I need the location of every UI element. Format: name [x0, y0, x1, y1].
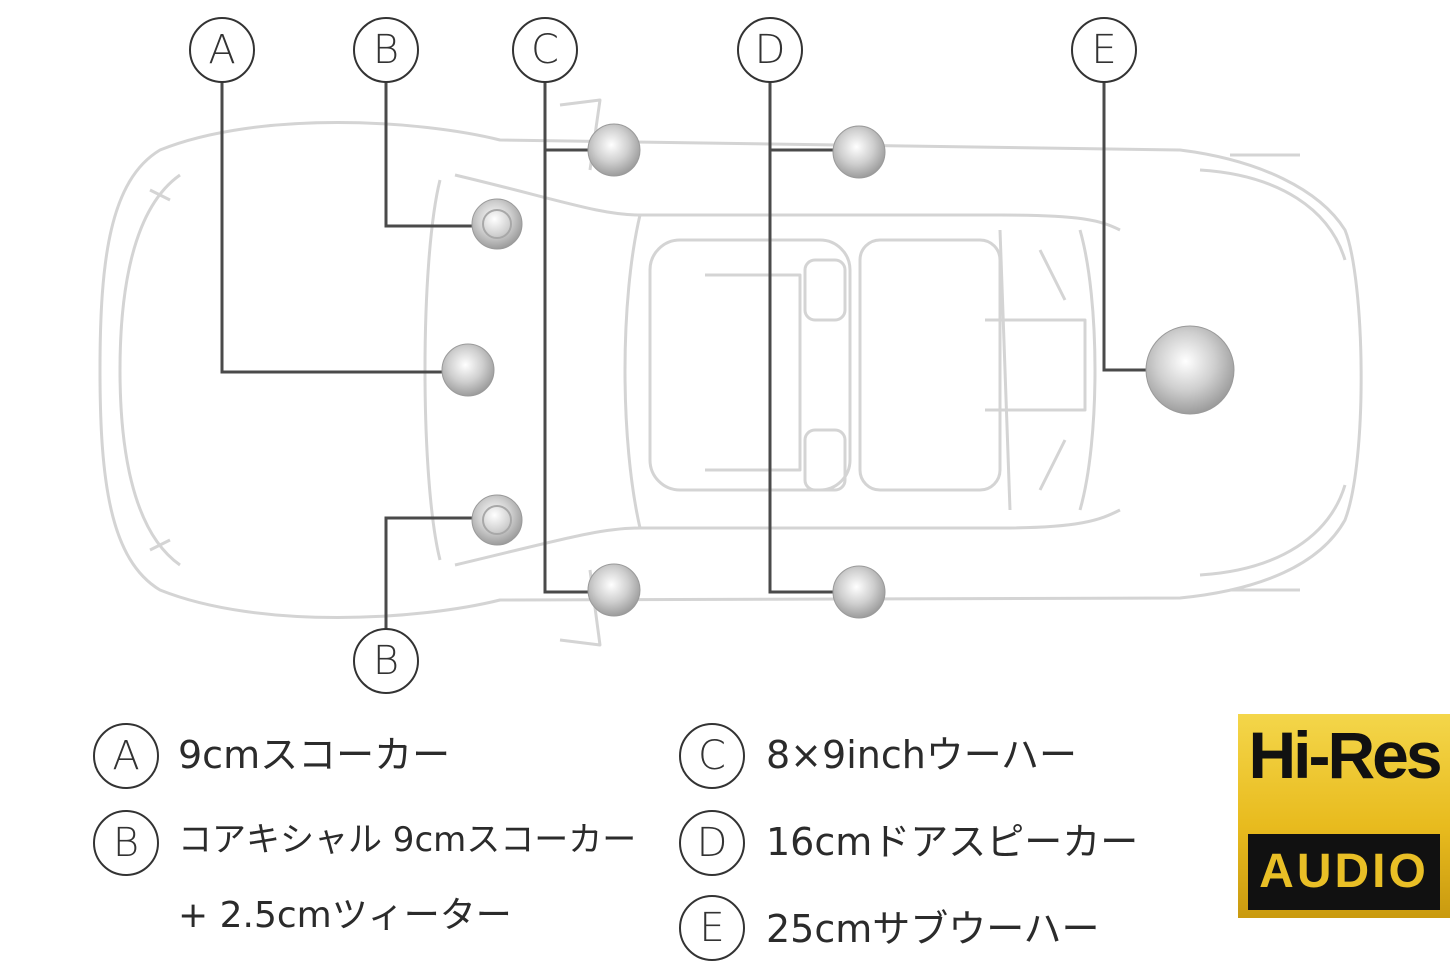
speakers — [441, 123, 1235, 619]
hi-res-logo-top: Hi-Res — [1248, 718, 1442, 792]
car-outline — [98, 98, 1363, 647]
hi-res-logo-bottom: AUDIO — [1248, 834, 1440, 910]
speaker-c-upper — [587, 123, 641, 177]
speaker-b-lower — [471, 494, 523, 546]
speaker-d-lower — [832, 565, 886, 619]
speaker-e — [1145, 325, 1235, 415]
speaker-b-upper — [471, 198, 523, 250]
leader-lines — [220, 80, 1148, 630]
speaker-c-lower — [587, 563, 641, 617]
speaker-d-upper — [832, 125, 886, 179]
hi-res-audio-logo: Hi-Res AUDIO — [1238, 714, 1450, 918]
speaker-a — [441, 343, 495, 397]
speaker-b-lower-tweeter — [482, 505, 512, 535]
speaker-b-upper-tweeter — [482, 209, 512, 239]
